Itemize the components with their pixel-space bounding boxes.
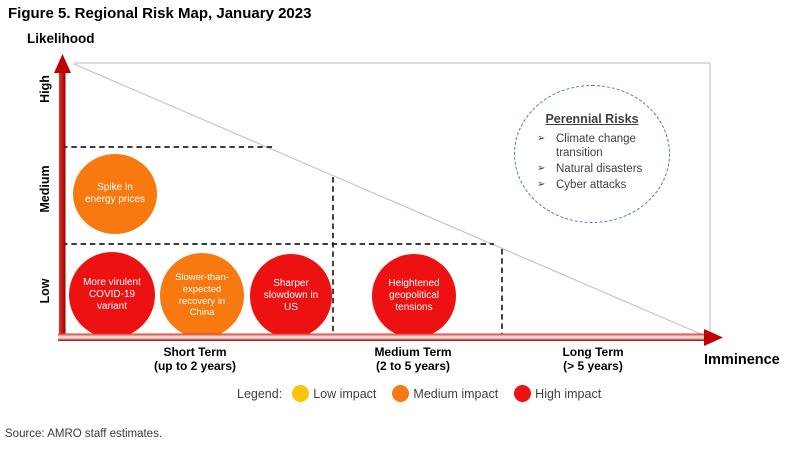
perennial-risk-item: ➢ Natural disasters	[537, 163, 643, 176]
high-impact-swatch-icon	[514, 385, 532, 402]
y-tick-low: Low	[38, 278, 52, 304]
perennial-risk-item: ➢ Climate change transition	[537, 133, 636, 160]
y-tick-high: High	[38, 75, 52, 103]
perennial-risks-circle: Perennial Risks ➢ Climate change transit…	[514, 85, 670, 223]
x-tick-medium-term: Medium Term (2 to 5 years)	[374, 345, 452, 374]
low-impact-swatch-icon	[292, 385, 310, 402]
risk-bubble-label: More virulent COVID-19 variant	[83, 276, 141, 313]
risk-bubble-label: Spike in energy prices	[84, 181, 146, 205]
risk-bubble-slower-than-expected-recovery-in-china: Slower-than- expected recovery in China	[160, 253, 244, 338]
x-axis-title: Imminence	[704, 352, 780, 368]
legend: Legend: Low impact Medium impact High im…	[237, 385, 601, 402]
risk-bubble-more-virulent-covid-19-variant: More virulent COVID-19 variant	[69, 252, 155, 338]
legend-item-high-impact: High impact	[514, 385, 601, 402]
source-note: Source: AMRO staff estimates.	[5, 428, 163, 440]
arrow-bullet-icon: ➢	[537, 133, 546, 144]
y-axis-title: Likelihood	[27, 31, 95, 46]
risk-bubble-label: Slower-than- expected recovery in China	[175, 271, 229, 319]
figure-title: Figure 5. Regional Risk Map, January 202…	[8, 5, 312, 22]
legend-item-low-impact: Low impact	[292, 385, 376, 402]
y-axis-arrowhead-icon	[54, 54, 71, 73]
legend-item-medium-impact: Medium impact	[392, 385, 498, 402]
perennial-risks-title: Perennial Risks	[545, 112, 639, 126]
risk-bubble-sharper-slowdown-in-us: Sharper slowdown in US	[250, 254, 332, 338]
medium-impact-swatch-icon	[392, 385, 410, 402]
risk-bubble-spike-in-energy-prices: Spike in energy prices	[73, 154, 157, 234]
legend-label: Legend:	[237, 386, 283, 401]
risk-bubble-heightened-geopolitical-tensions: Heightened geopolitical tensions	[372, 254, 456, 338]
arrow-bullet-icon: ➢	[537, 163, 546, 175]
perennial-risk-item: ➢ Cyber attacks	[537, 179, 627, 192]
risk-bubble-label: Sharper slowdown in US	[263, 277, 319, 314]
x-tick-long-term: Long Term (> 5 years)	[562, 345, 624, 374]
x-axis-line	[58, 333, 708, 341]
x-axis-arrowhead-icon	[704, 329, 723, 346]
y-tick-medium: Medium	[38, 165, 52, 213]
arrow-bullet-icon: ➢	[537, 179, 546, 191]
y-axis-line	[59, 66, 66, 341]
perennial-risks-list: ➢ Climate change transition ➢ Natural di…	[537, 132, 657, 192]
risk-bubble-label: Heightened geopolitical tensions	[388, 277, 440, 314]
x-tick-short-term: Short Term (up to 2 years)	[153, 345, 237, 374]
